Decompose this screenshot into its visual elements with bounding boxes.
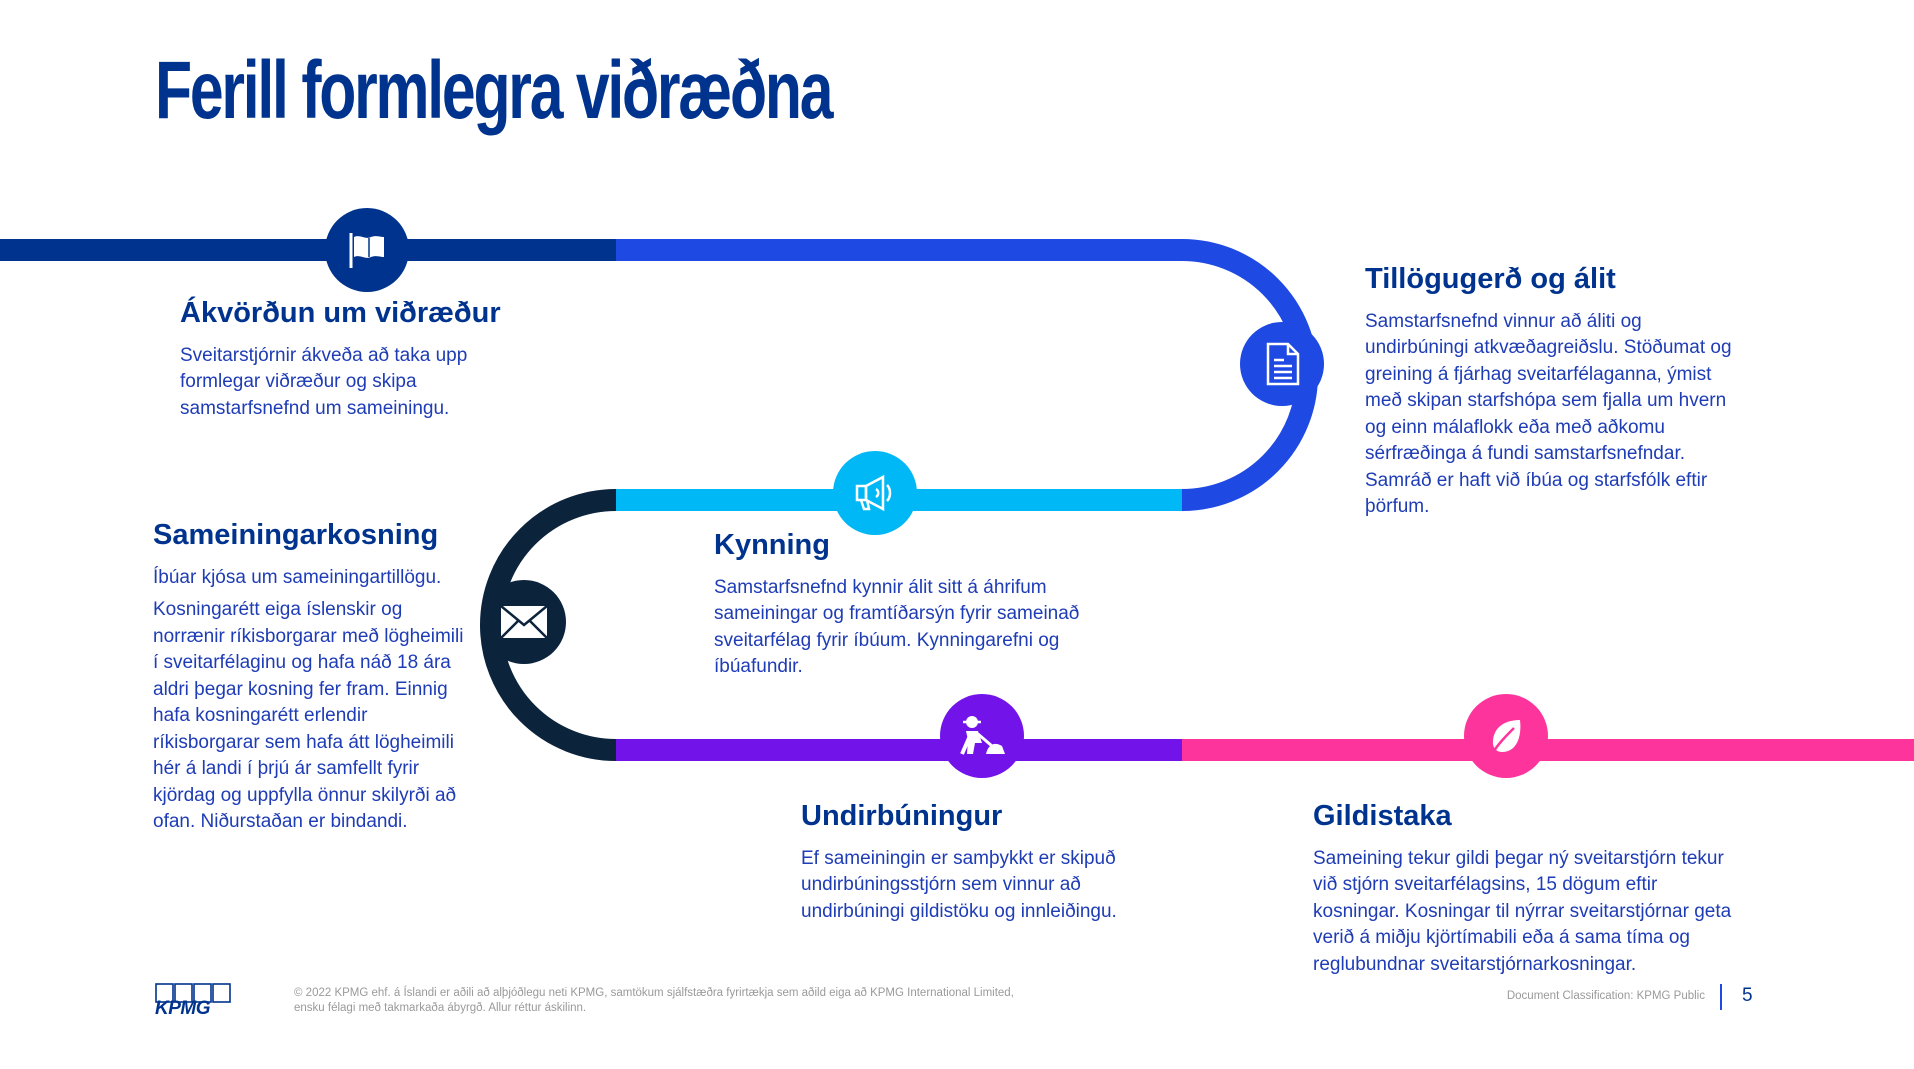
track-segment-top-curve xyxy=(616,239,1318,511)
step-3-title: Kynning xyxy=(714,529,830,561)
footer-copyright: © 2022 KPMG ehf. á Íslandi er aðili að a… xyxy=(294,987,1014,1014)
step-2-title: Tillögugerð og álit xyxy=(1365,263,1616,295)
step-6-title: Gildistaka xyxy=(1313,800,1452,832)
step-5-description: Ef sameiningin er samþykkt er skipuð und… xyxy=(801,847,1117,922)
step-1-node xyxy=(325,208,409,292)
step-2-text: Tillögugerð og álit Samstarfsnefnd vinnu… xyxy=(1365,262,1745,527)
step-3-text: Kynning Samstarfsnefnd kynnir álit sitt … xyxy=(714,528,1084,687)
step-6-text: Gildistaka Sameining tekur gildi þegar n… xyxy=(1313,799,1733,984)
step-1-text: Ákvörðun um viðræður Sveitarstjórnir ákv… xyxy=(180,296,520,428)
flag-icon xyxy=(349,233,384,268)
megaphone-icon xyxy=(855,474,892,512)
step-2-description: Samstarfsnefnd vinnur að áliti og undirb… xyxy=(1365,310,1732,518)
step-6-description: Sameining tekur gildi þegar ný sveitarst… xyxy=(1313,847,1732,975)
step-3-description: Samstarfsnefnd kynnir álit sitt á áhrifu… xyxy=(714,576,1080,678)
step-5-title: Undirbúningur xyxy=(801,800,1003,832)
footer-divider xyxy=(1720,984,1722,1010)
step-5-text: Undirbúningur Ef sameiningin er samþykkt… xyxy=(801,799,1161,931)
step-1-description: Sveitarstjórnir ákveða að taka upp forml… xyxy=(180,344,468,419)
envelope-icon xyxy=(500,605,548,639)
step-2-node xyxy=(1240,322,1324,406)
step-3-node xyxy=(833,451,917,535)
document-icon xyxy=(1266,342,1300,386)
construction-worker-icon xyxy=(960,716,1005,755)
leaf-icon xyxy=(1490,720,1521,755)
step-4-description-2: Kosningarétt eiga íslenskir og norrænir … xyxy=(153,599,464,833)
slide-title: Ferill formlegra viðræðna xyxy=(155,45,833,136)
step-4-node xyxy=(482,580,566,664)
footer-classification: Document Classification: KPMG Public xyxy=(1506,990,1705,1002)
step-6-node xyxy=(1464,694,1548,778)
page-number: 5 xyxy=(1742,985,1753,1006)
step-4-text: Sameiningarkosning Íbúar kjósa um samein… xyxy=(153,518,473,842)
step-5-node xyxy=(940,694,1024,778)
step-1-title: Ákvörðun um viðræður xyxy=(180,297,501,329)
step-4-title: Sameiningarkosning xyxy=(153,519,439,551)
step-4-description-1: Íbúar kjósa um sameiningartillögu. xyxy=(153,566,442,588)
kpmg-logo-text: KPMG xyxy=(155,998,211,1017)
kpmg-logo: KPMG xyxy=(155,983,231,1017)
